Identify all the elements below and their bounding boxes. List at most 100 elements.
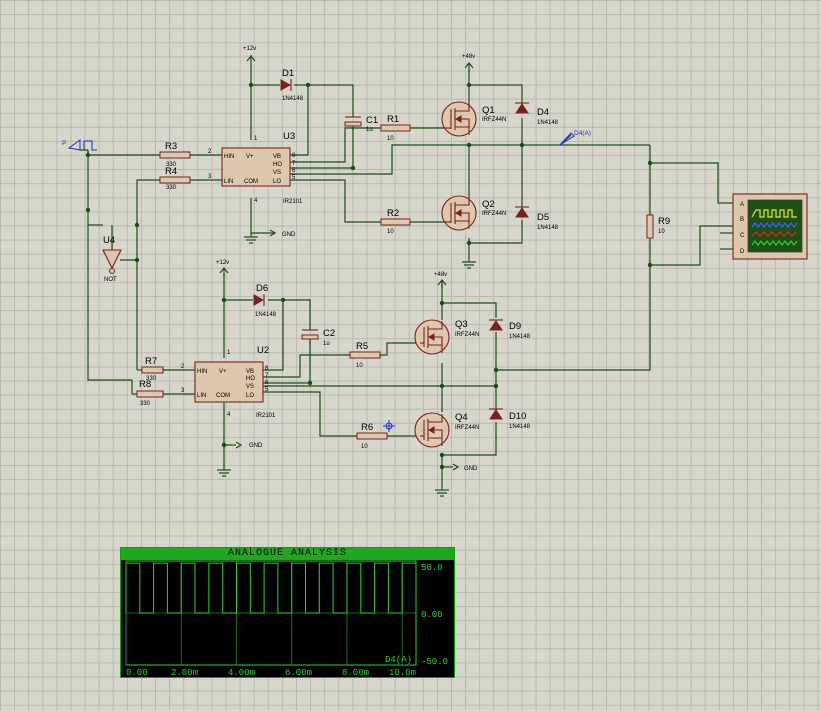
pin-number: 4: [227, 412, 231, 418]
q-part: IRFZ44N: [482, 211, 506, 217]
resistor-r4[interactable]: R4 330: [159, 166, 191, 191]
capacitor-c2[interactable]: C2 1u: [301, 325, 335, 347]
mosfet-q4[interactable]: Q4 IRFZ44N: [414, 412, 479, 448]
diode-d5[interactable]: D5 1N4148: [515, 200, 559, 231]
x-tick: 10.0m: [389, 668, 416, 678]
res-ref: R9: [658, 216, 670, 227]
pin-number: 6: [265, 380, 269, 386]
diode-d1[interactable]: D1 1N4148: [280, 68, 304, 102]
cap-value: 1u: [366, 127, 373, 133]
pin-label: VB: [273, 154, 281, 160]
resistor-r8[interactable]: R8 330: [136, 379, 164, 407]
y-tick-top: 50.0: [421, 563, 443, 573]
pin-label: HIN: [224, 154, 234, 160]
x-tick: 6.00m: [285, 668, 312, 678]
diode-ref: D6: [256, 283, 268, 294]
power-label: +48v: [434, 272, 447, 278]
resistor-r9[interactable]: R9 10: [646, 214, 670, 239]
pin-number: 6: [292, 168, 296, 174]
mosfet-q3[interactable]: Q3 IRFZ44N: [414, 319, 479, 355]
mosfet-q2[interactable]: Q2 IRFZ44N: [441, 195, 506, 231]
pulse-generator[interactable]: P: [62, 139, 97, 151]
capacitor-c1[interactable]: C1 1u: [344, 110, 378, 133]
res-ref: R8: [139, 379, 151, 390]
pin-number: 2: [208, 149, 212, 155]
x-tick: 4.00m: [228, 668, 255, 678]
pin-label: HO: [273, 162, 282, 168]
resistor-r5[interactable]: R5 10: [349, 341, 381, 369]
diode-part: 1N4148: [282, 96, 304, 102]
diode-d6[interactable]: D6 1N4148: [253, 283, 277, 318]
pin-number: 8: [265, 366, 269, 372]
pin-label: VS: [246, 384, 254, 390]
junctions: [85, 82, 653, 470]
cap-ref: C2: [323, 328, 335, 339]
ground-u3[interactable]: GND: [244, 229, 296, 244]
resistor-r2[interactable]: R2 10: [380, 208, 411, 235]
pin-label: LO: [246, 393, 254, 399]
scope-channel-label: C: [740, 233, 745, 239]
gate-ref: U4: [103, 235, 115, 246]
mosfet-q1[interactable]: Q1 IRFZ44N: [441, 101, 506, 137]
ground-q2[interactable]: [462, 261, 476, 269]
res-ref: R7: [145, 356, 157, 367]
q-part: IRFZ44N: [482, 117, 506, 123]
gnd-label: GND: [464, 466, 478, 472]
res-ref: R1: [387, 114, 399, 125]
resistor-r1[interactable]: R1 10: [380, 114, 411, 142]
power-plus48-q3[interactable]: +48v: [434, 272, 447, 288]
ic-ref: U3: [283, 131, 295, 142]
power-plus48-q1[interactable]: +48v: [462, 54, 475, 72]
pin-number: 5: [265, 387, 269, 393]
ic-u2[interactable]: U2 IR2101 HIN LIN V+ COM VB HO VS LO 1 2…: [181, 345, 276, 419]
pin-label: VS: [273, 170, 281, 176]
ground-u2[interactable]: GND: [217, 441, 263, 477]
pin-number: 1: [227, 350, 231, 356]
resistor-r7[interactable]: R7 330: [141, 356, 164, 382]
q-ref: Q1: [482, 105, 495, 116]
not-gate-u4[interactable]: U4 NOT: [102, 235, 122, 283]
res-value: 10: [658, 229, 665, 235]
x-tick: 0.00: [126, 668, 148, 678]
res-ref: R3: [165, 141, 177, 152]
power-plus12-u2[interactable]: +12v: [216, 260, 229, 276]
pin-label: LO: [273, 179, 281, 185]
cap-value: 1u: [323, 341, 330, 347]
pin-number: 1: [254, 136, 258, 142]
power-label: +12v: [243, 46, 256, 52]
gate-part: NOT: [104, 277, 117, 283]
diode-d4[interactable]: D4 1N4148: [515, 100, 559, 126]
diode-part: 1N4148: [537, 225, 559, 231]
ic-part: IR2101: [283, 199, 303, 205]
diode-ref: D4: [537, 107, 549, 118]
gnd-label: GND: [249, 443, 263, 449]
ic-u3[interactable]: U3 IR2101 HIN LIN V+ COM VB HO VS LO 1 2…: [208, 131, 303, 205]
res-ref: R2: [387, 208, 399, 219]
pin-number: 3: [181, 388, 185, 394]
resistor-r6[interactable]: R6 10: [356, 422, 388, 450]
res-ref: R6: [361, 422, 373, 433]
res-value: 10: [387, 229, 394, 235]
voltage-probe-d4a[interactable]: D4(A): [559, 130, 591, 146]
diode-part: 1N4148: [537, 120, 559, 126]
analogue-analysis-graph[interactable]: ANALOGUE ANALYSIS D4(A) 50.0 0.00 -50.0 …: [120, 547, 455, 678]
cap-ref: C1: [366, 115, 378, 126]
q-part: IRFZ44N: [455, 332, 479, 338]
q-ref: Q4: [455, 412, 468, 423]
oscilloscope[interactable]: A B C D: [720, 193, 808, 260]
diode-d9[interactable]: D9 1N4148: [489, 319, 531, 340]
scope-channel-label: D: [740, 249, 745, 255]
q-ref: Q2: [482, 199, 495, 210]
pin-number: 7: [292, 161, 296, 167]
resistor-r3[interactable]: R3 330: [159, 141, 191, 168]
pin-label: VB: [246, 369, 254, 375]
ic-ref: U2: [257, 345, 269, 356]
diode-d10[interactable]: D10 1N4148: [489, 405, 531, 430]
power-plus12-u3[interactable]: +12v: [243, 46, 256, 65]
ground-q4[interactable]: GND: [435, 463, 478, 497]
pin-label: V+: [246, 154, 254, 160]
wires: [87, 65, 740, 490]
pin-label: HO: [246, 376, 255, 382]
diode-ref: D5: [537, 212, 549, 223]
